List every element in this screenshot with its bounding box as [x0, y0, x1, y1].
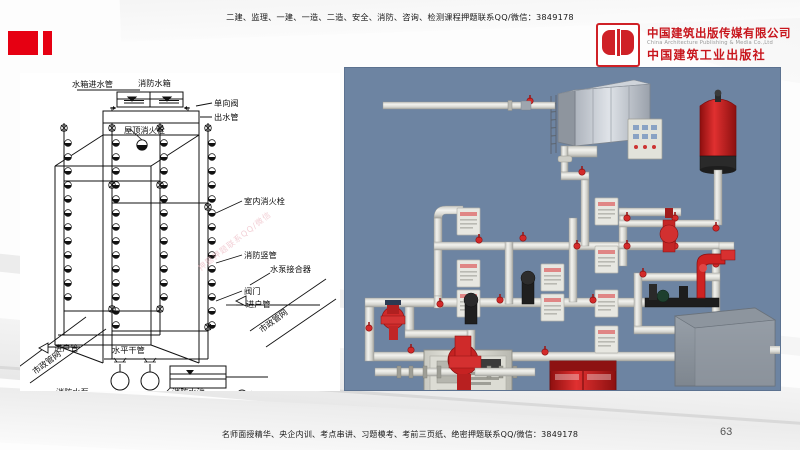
cross-valve-assembly: [659, 208, 679, 253]
label-fire-water-tank: 消防水箱: [138, 78, 171, 88]
header-promo-text: 二建、监理、一建、一造、二造、安全、消防、咨询、检测课程押题联系QQ/微信：38…: [226, 12, 574, 22]
siamese-connection: [644, 249, 736, 308]
label-fire-pool: 消防水池: [172, 387, 205, 391]
pump-valve-cluster-left: [380, 300, 406, 340]
hose-cabinet: [549, 360, 617, 390]
label-tank-inlet-pipe: 水箱进水管: [72, 79, 113, 89]
pressure-vessel-group: [699, 89, 737, 226]
logo-company-cn: 中国建筑出版传媒有限公司: [647, 26, 791, 40]
label-roof-hydrant: 屋顶消火栓: [124, 125, 165, 135]
label-fire-pump: 消防水泵: [56, 387, 89, 391]
label-indoor-hydrant: 室内消火栓: [244, 196, 285, 206]
label-municipal-network-right: 市政管网: [257, 307, 289, 335]
logo-company-en: China Architecture Publishing & Media Co…: [647, 40, 773, 47]
label-service-pipe-left: 进户管: [54, 343, 79, 353]
schematic-svg: 水箱进水管 消防水箱 单向阀 出水管 屋顶消火栓 室内消火栓 消防竖管 阀门 x…: [20, 78, 337, 391]
label-fire-riser: 消防竖管: [244, 250, 277, 260]
label-siamese: 水泵接合器: [270, 264, 311, 274]
publisher-logo: 中国建筑出版传媒有限公司 China Architecture Publishi…: [596, 22, 792, 68]
label-service-pipe-right: 进户管: [246, 299, 271, 309]
pressure-control-box: [627, 118, 663, 160]
red-accent-block-large: [8, 31, 38, 55]
fire-pump-assembly: [374, 335, 536, 390]
illustration-svg: [345, 68, 780, 390]
auxiliary-pump: [463, 292, 479, 325]
open-book-icon: [596, 23, 640, 67]
hydrant-system-schematic: 水箱进水管 消防水箱 单向阀 出水管 屋顶消火栓 室内消火栓 消防竖管 阀门 x…: [20, 73, 340, 391]
red-accent-block-small: [43, 31, 52, 55]
page-number: 63: [720, 426, 733, 438]
system-3d-illustration: [345, 68, 780, 390]
label-check-valve: 单向阀: [214, 98, 239, 108]
aux-pump-right: [520, 270, 536, 305]
roof-branch-pipe: [382, 94, 556, 111]
label-outlet-pipe: 出水管: [214, 112, 239, 122]
footer-promo-text: 名师面授精华、央企内训、考点串讲、习题模考、考前三页纸、绝密押题联系QQ/微信：…: [221, 430, 579, 439]
fire-water-pool: [673, 307, 780, 387]
label-horizontal-main: 水平干管: [112, 345, 145, 355]
label-valve: 阀门: [244, 286, 260, 296]
logo-press-cn: 中国建筑工业出版社: [647, 48, 766, 63]
